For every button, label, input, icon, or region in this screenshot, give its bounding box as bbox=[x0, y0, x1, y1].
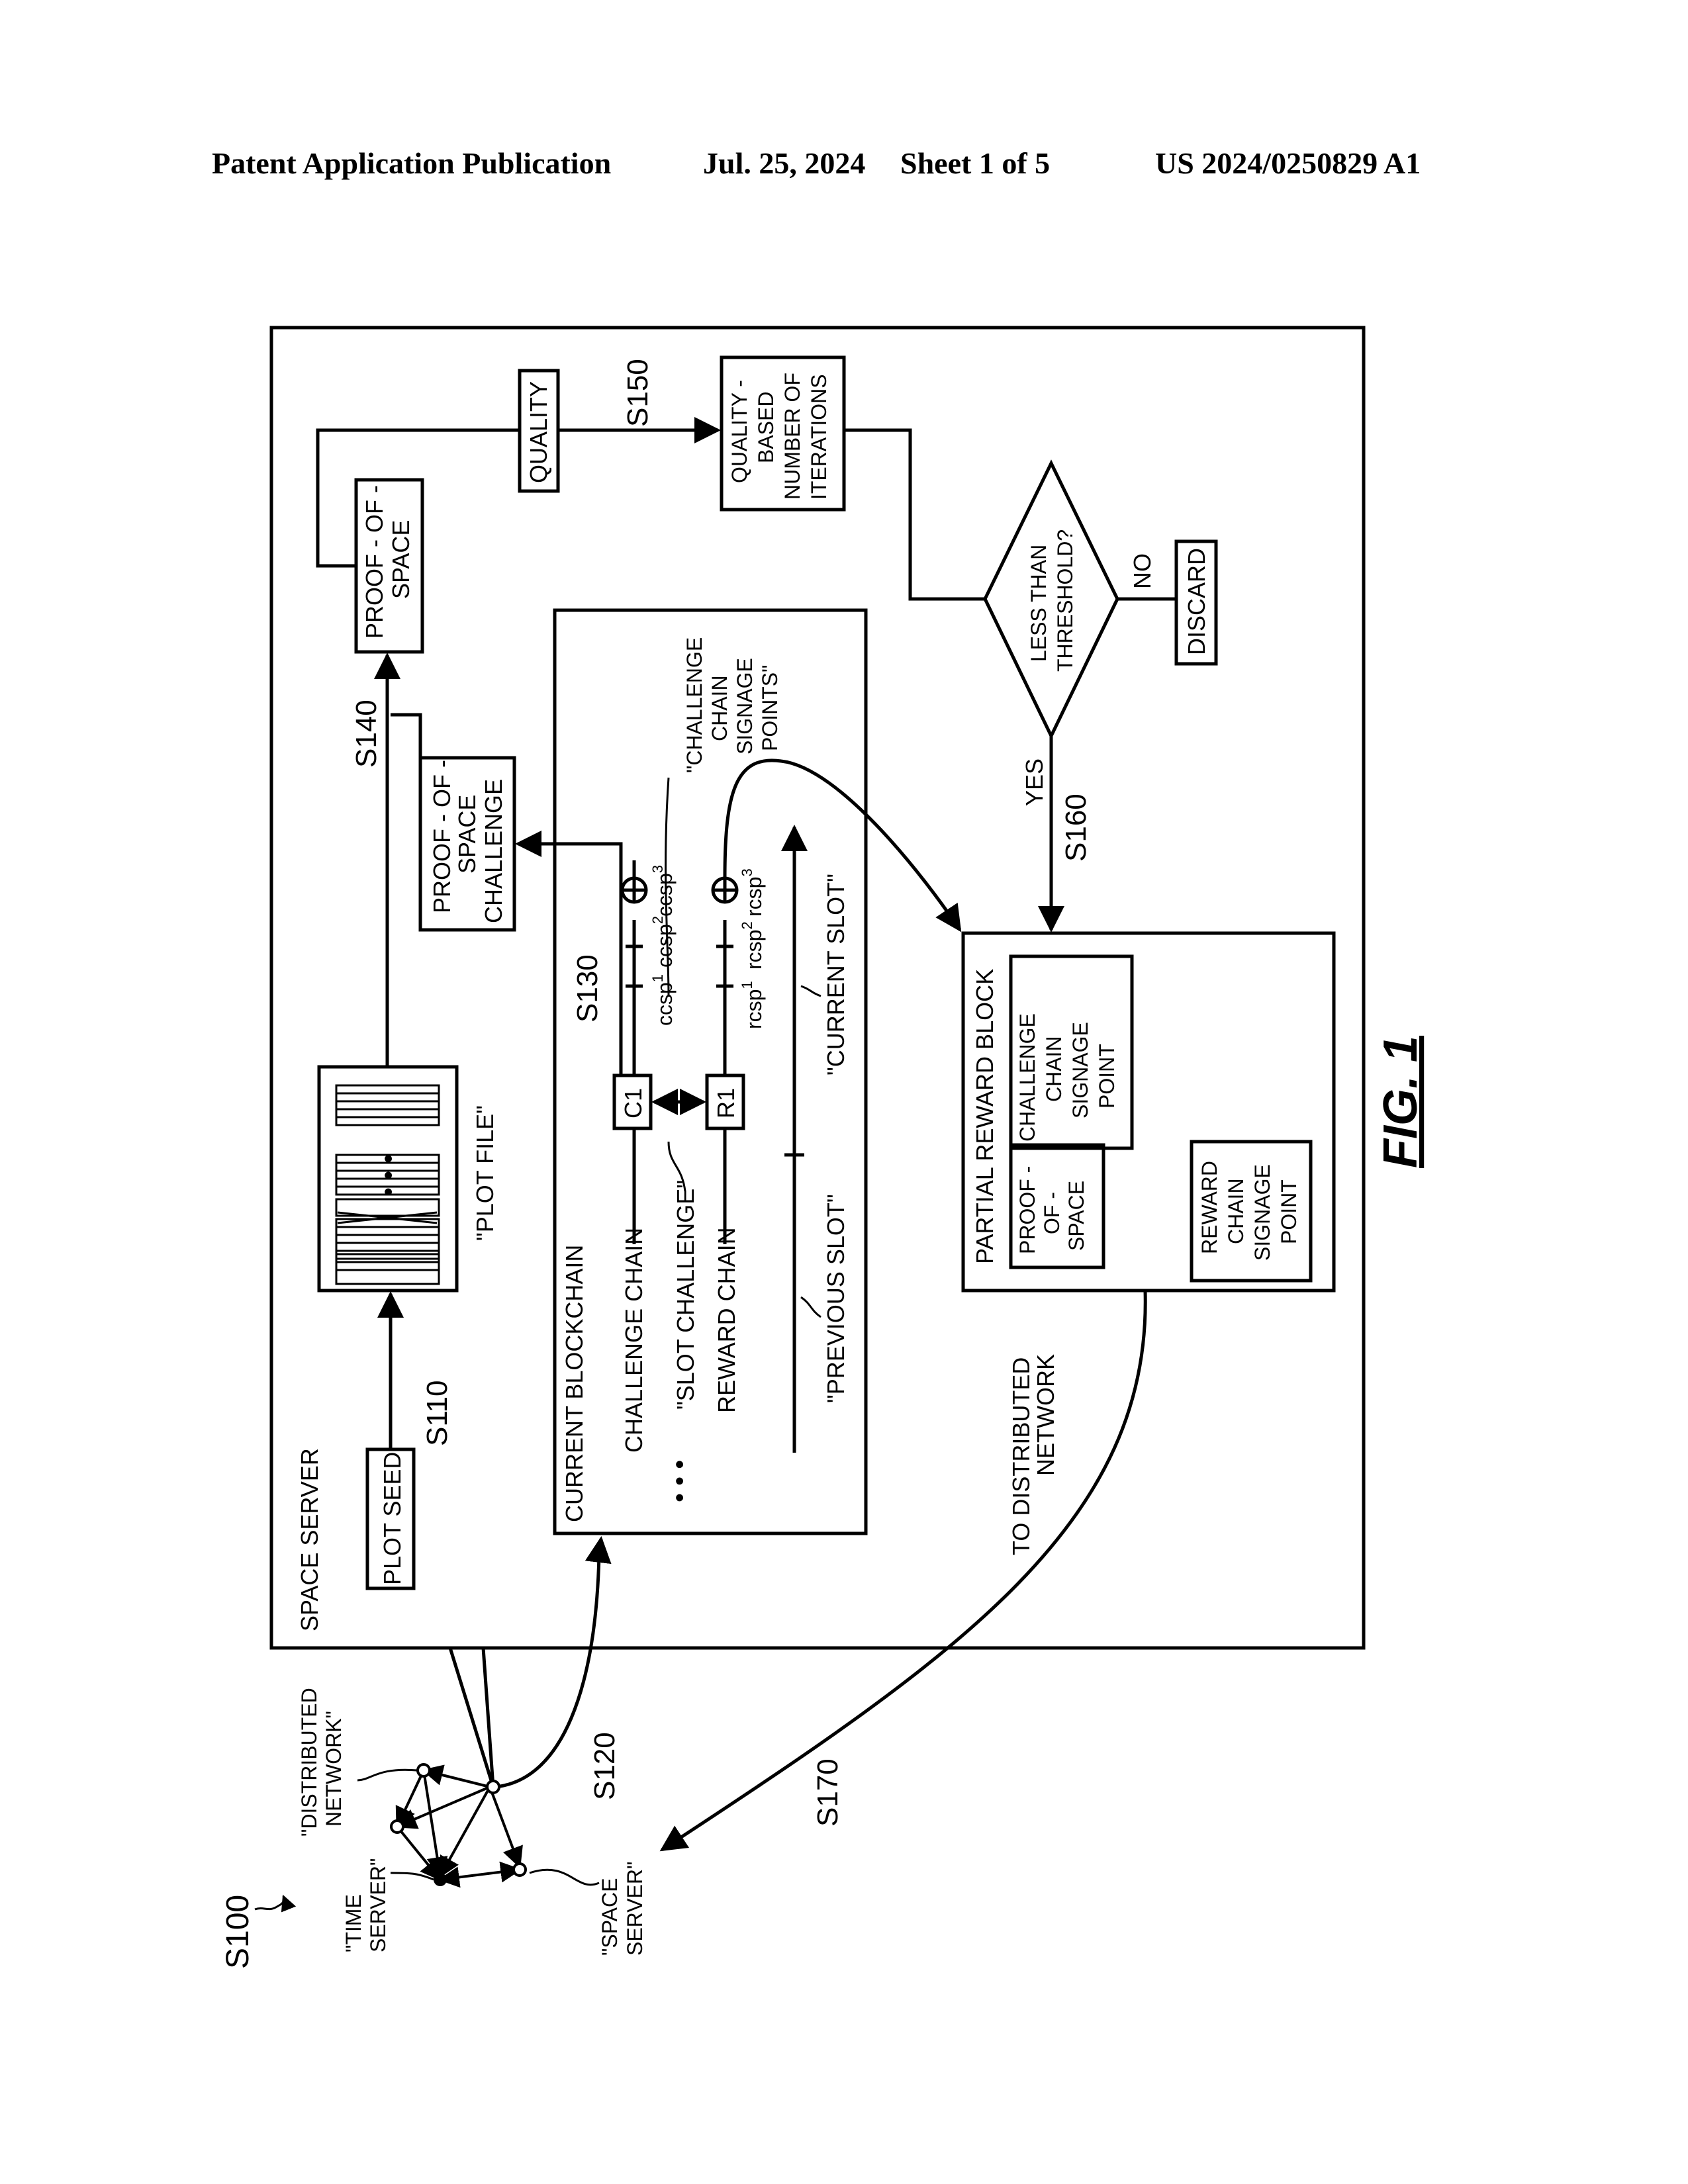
proof-of-space-line1: PROOF - OF - bbox=[361, 485, 388, 639]
plot-seed-label: PLOT SEED bbox=[379, 1452, 406, 1585]
pos-challenge-line2: SPACE bbox=[453, 795, 481, 874]
r1-label: R1 bbox=[712, 1088, 739, 1118]
blockchain-ellipsis: • • • bbox=[665, 1460, 694, 1502]
s170-label: S170 bbox=[812, 1758, 844, 1827]
arrow-to-pos-challenge bbox=[518, 844, 621, 1075]
iterations-line3: NUMBER OF bbox=[780, 373, 804, 500]
yes-label: YES bbox=[1021, 758, 1048, 806]
prb-rcsp-line3: SIGNAGE bbox=[1250, 1164, 1274, 1261]
leader-current-slot bbox=[801, 986, 821, 996]
current-slot-label: "CURRENT SLOT" bbox=[822, 874, 849, 1075]
prb-rcsp-line1: REWARD bbox=[1197, 1161, 1221, 1254]
plot-file-caption: "PLOT FILE" bbox=[471, 1105, 498, 1241]
dist-network-line2: NETWORK" bbox=[322, 1711, 346, 1827]
current-blockchain-label: CURRENT BLOCKCHAIN bbox=[561, 1245, 588, 1522]
ccsp-caption-line2: CHAIN bbox=[708, 675, 731, 741]
connector-iterations-to-decision bbox=[844, 430, 985, 599]
space-server-node-line2: SERVER" bbox=[623, 1862, 647, 1956]
discard-label: DISCARD bbox=[1183, 548, 1210, 655]
decision-line1: LESS THAN bbox=[1027, 545, 1051, 662]
to-network-line1: TO DISTRIBUTED bbox=[1008, 1357, 1035, 1555]
ccsp3-label: ccsp3 bbox=[649, 865, 677, 917]
space-server-title: SPACE SERVER bbox=[296, 1448, 323, 1631]
ccsp1-label: ccsp1 bbox=[649, 974, 677, 1026]
prb-pos-line1: PROOF - bbox=[1015, 1166, 1039, 1254]
quality-label: QUALITY bbox=[525, 381, 552, 483]
s160-label: S160 bbox=[1060, 794, 1092, 862]
previous-slot-label: "PREVIOUS SLOT" bbox=[822, 1194, 849, 1403]
plot-file-ellipsis: • • • bbox=[374, 1154, 403, 1197]
pos-challenge-line1: PROOF - OF - bbox=[428, 760, 455, 913]
time-server-node bbox=[434, 1873, 447, 1886]
rcsp1-label: rcsp1 bbox=[739, 981, 766, 1029]
decision-line2: THRESHOLD? bbox=[1053, 529, 1077, 672]
c1-label: C1 bbox=[620, 1088, 647, 1118]
s110-label: S110 bbox=[421, 1381, 453, 1447]
time-server-line2: SERVER" bbox=[366, 1858, 390, 1952]
slot-challenge-label: "SLOT CHALLENGE" bbox=[672, 1180, 699, 1410]
connector-challenge-to-pos bbox=[391, 715, 420, 758]
prb-ccsp-line1: CHALLENGE bbox=[1015, 1013, 1039, 1142]
leader-time-server bbox=[391, 1873, 434, 1880]
prb-pos-line3: SPACE bbox=[1064, 1181, 1088, 1251]
rcsp3-label: rcsp3 bbox=[739, 868, 766, 917]
s100-label: S100 bbox=[220, 1895, 256, 1969]
plot-file-x-marks bbox=[338, 1212, 437, 1223]
prb-ccsp-line2: CHAIN bbox=[1042, 1036, 1066, 1102]
prb-rcsp-line2: CHAIN bbox=[1224, 1178, 1248, 1244]
iterations-line4: ITERATIONS bbox=[807, 374, 831, 500]
no-label: NO bbox=[1129, 553, 1156, 589]
s150-label: S150 bbox=[622, 359, 654, 427]
s140-label: S140 bbox=[350, 700, 383, 768]
leader-previous-slot bbox=[801, 1297, 821, 1317]
arrow-s120 bbox=[495, 1539, 601, 1787]
threshold-decision-diamond bbox=[985, 463, 1117, 736]
space-server-box bbox=[271, 328, 1364, 1648]
reward-chain-label: REWARD CHAIN bbox=[713, 1227, 740, 1413]
connector-pos-to-quality bbox=[318, 430, 520, 566]
figure-label: FIG. 1 bbox=[1374, 1036, 1427, 1168]
prb-pos-line2: OF - bbox=[1040, 1192, 1064, 1234]
iterations-line1: QUALITY - bbox=[727, 380, 751, 483]
challenge-chain-label: CHALLENGE CHAIN bbox=[620, 1228, 647, 1453]
space-server-node-line1: "SPACE bbox=[598, 1878, 622, 1956]
time-server-line1: "TIME bbox=[342, 1894, 365, 1952]
network-to-server-funnel bbox=[450, 1648, 493, 1787]
rcsp2-label: rcsp2 bbox=[739, 921, 766, 970]
proof-of-space-line2: SPACE bbox=[387, 520, 414, 599]
iterations-line2: BASED bbox=[754, 392, 778, 463]
s100-squiggle bbox=[255, 1896, 284, 1909]
leader-space-server-node bbox=[530, 1870, 599, 1885]
prb-ccsp-line4: POINT bbox=[1095, 1044, 1119, 1109]
leader-distributed-network bbox=[357, 1770, 417, 1780]
ccsp-caption-line1: "CHALLENGE bbox=[682, 637, 706, 773]
ccsp2-label: ccsp2 bbox=[649, 916, 677, 968]
partial-reward-block-label: PARTIAL REWARD BLOCK bbox=[971, 969, 998, 1264]
ccsp-caption-line3: SIGNAGE bbox=[733, 658, 757, 754]
dist-network-line1: "DISTRIBUTED bbox=[297, 1688, 321, 1837]
ccsp-caption-line4: POINTS" bbox=[758, 665, 782, 751]
prb-rcsp-line4: POINT bbox=[1277, 1179, 1301, 1244]
current-blockchain-box bbox=[555, 610, 866, 1533]
prb-ccsp-line3: SIGNAGE bbox=[1068, 1022, 1092, 1118]
s130-label: S130 bbox=[571, 954, 604, 1023]
to-network-line2: NETWORK bbox=[1032, 1354, 1059, 1476]
s120-label: S120 bbox=[588, 1732, 621, 1800]
pos-challenge-line3: CHALLENGE bbox=[480, 779, 507, 923]
